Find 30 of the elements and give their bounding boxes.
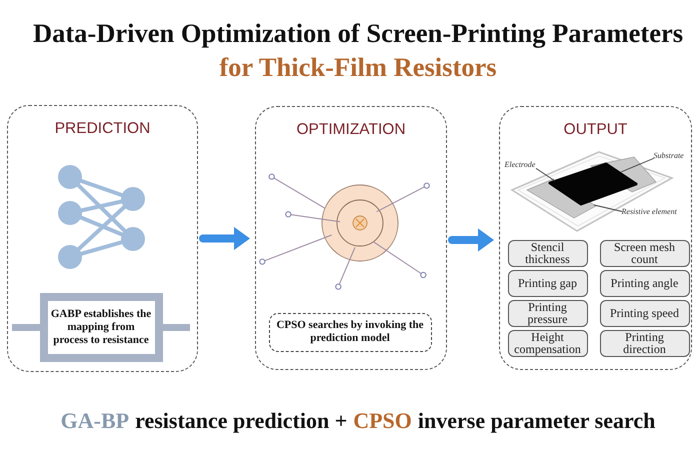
summary-text: resistance prediction + [135, 407, 348, 435]
dashed-panel [255, 106, 447, 370]
parameter-box: Height compensation [508, 330, 588, 356]
dashed-panel [7, 105, 198, 372]
dashed-panel [499, 106, 692, 370]
parameter-box: Screen mesh count [600, 240, 690, 266]
panel-heading: OPTIMIZATION [296, 120, 406, 140]
highlight-text: CPSO [353, 407, 412, 435]
panel-heading: PREDICTION [54, 119, 150, 139]
panel-heading: OUTPUT [564, 120, 628, 140]
parameter-box: Printing speed [600, 300, 690, 326]
parameter-box: Printing gap [508, 270, 588, 296]
part-label: Resistive element [622, 206, 677, 216]
part-label: Electrode [504, 158, 536, 170]
parameter-box: Printing angle [600, 270, 690, 296]
part-label: Substrate [654, 150, 684, 160]
parameter-box: Printing pressure [508, 300, 588, 326]
dashed-note-box: CPSO searches by invoking the prediction model [268, 312, 432, 352]
leader-line [594, 204, 622, 212]
parameter-box: Printing direction [600, 330, 690, 356]
flow-arrow [448, 228, 494, 252]
subtitle: for Thick-Film Resistors [219, 51, 497, 84]
title: Data-Driven Optimization of Screen-Printing Parameters [32, 17, 684, 50]
leader-line [620, 158, 654, 172]
flow-arrow [199, 226, 250, 250]
summary-text: inverse parameter search [418, 407, 656, 435]
highlight-text: GA-BP [60, 407, 130, 435]
parameter-box: Stencil thickness [508, 240, 588, 266]
resistor-text-box: GABP establishes the mapping from process to resistance [40, 292, 162, 362]
leader-line [536, 168, 556, 182]
